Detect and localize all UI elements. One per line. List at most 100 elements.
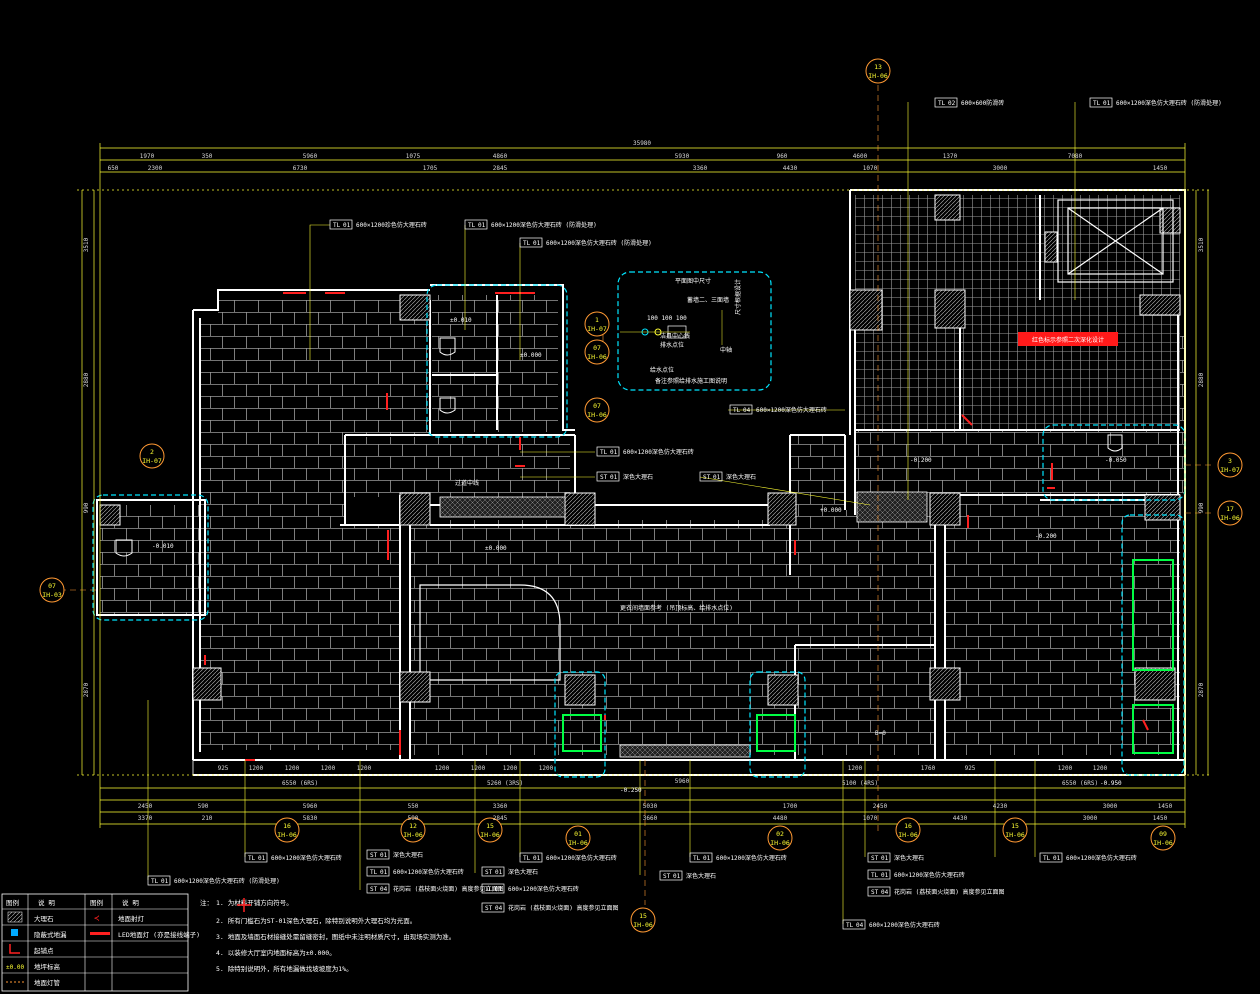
- tag-group: TL 01 600×1200深色仿大理石砖: [366, 866, 464, 877]
- legend-header-symbol: 图例: [6, 898, 19, 907]
- elevation-text: -0.200: [1035, 533, 1057, 540]
- dim-text: 1075: [406, 153, 421, 160]
- dim-text: 2870: [83, 682, 90, 697]
- tag-num: 04: [495, 905, 503, 912]
- dim-text: 1200: [539, 765, 554, 772]
- tag-desc: 深色大理石: [686, 872, 716, 880]
- dim-text: 1450: [1158, 803, 1173, 810]
- tag-desc: 花岗岩 (荔枝面火烧面) 高度参见立面图: [508, 904, 618, 912]
- axis-marker-num: 15: [639, 912, 647, 920]
- legend-header-desc: 说 明: [122, 898, 139, 907]
- tag-num: 01: [495, 886, 503, 893]
- tag-desc: 600×1200深色仿大理石砖: [1066, 854, 1137, 862]
- tag-code: TL: [333, 222, 341, 229]
- dim-text: 4600: [853, 153, 868, 160]
- tag-desc: 花岗岩 (荔枝面火烧面) 高度参见立面图: [393, 885, 503, 893]
- legend-desc: 地面灯管: [34, 978, 61, 987]
- tag-code: TL: [871, 872, 879, 879]
- dim-text: 350: [202, 153, 213, 160]
- red-note-text: 红色标示参照二次深化设计: [1032, 336, 1104, 344]
- note-item: 5. 除特别说明外，所有地漏做找坡坡度为1%。: [216, 964, 353, 973]
- tag-desc: 600×1200深色仿大理石砖: [508, 885, 579, 893]
- tag-code: ST: [485, 869, 493, 876]
- axis-marker-num: 07: [593, 344, 601, 352]
- dim-text: 2450: [138, 803, 153, 810]
- dim-text: 590: [198, 803, 209, 810]
- tag-group: ST 04 花岗岩 (荔枝面火烧面) 高度参见立面图: [366, 883, 503, 894]
- toilets: [115, 337, 1123, 557]
- room-note: 更衣间墙面参考 (吊顶标高、给排水点位): [620, 604, 733, 612]
- tag-desc: 深色大理石: [894, 854, 924, 862]
- elevation-text: -0.050: [1105, 457, 1127, 464]
- dim-text: 650: [108, 165, 119, 172]
- dim-text: 1070: [863, 165, 878, 172]
- bottom-dims-row3: 3370 210 5830 590 2845 3660 4480 1070 44…: [138, 815, 1168, 822]
- elevation-text: -0.250: [620, 787, 642, 794]
- bottom-dims-row1: 925 1200 1200 1200 1200 1200 1200 1200 1…: [218, 765, 1108, 785]
- tag-group: TL 01 600×1200深色仿大理石砖: [689, 852, 787, 863]
- dim-text: 3000: [1083, 815, 1098, 822]
- tag-num: 04: [380, 886, 388, 893]
- tag-group: ST 01 深色大理石: [596, 471, 653, 482]
- tag-code: TL: [733, 407, 741, 414]
- tag-desc: 600×600防滑砖: [961, 99, 1004, 107]
- dim-text: 3510: [83, 237, 90, 252]
- span-label: 6550 (6RS): [1062, 780, 1098, 787]
- tag-num: 01: [610, 474, 618, 481]
- note-item: 1. 为材料开铺方向符号。: [216, 898, 293, 907]
- dim-text: 1760: [921, 765, 936, 772]
- tag-num: 01: [610, 449, 618, 456]
- tag-group: TL 02 600×600防滑砖: [934, 97, 1004, 108]
- right-dims: 3510 2880 990 2870: [1198, 237, 1205, 697]
- tag-code: ST: [871, 855, 879, 862]
- dim-text: 925: [965, 765, 976, 772]
- curved-floor-zone: [419, 584, 561, 681]
- tag-desc: 深色大理石: [623, 473, 653, 481]
- elevation-text: ±0.000: [520, 352, 542, 359]
- dim-text: 7080: [1068, 153, 1083, 160]
- dim-text: 4860: [493, 153, 508, 160]
- tag-desc: 深色大理石: [508, 868, 538, 876]
- dim-text: 3510: [1198, 237, 1205, 252]
- tag-group: ST 01 深色大理石: [699, 471, 756, 482]
- tag-group: ST 01 深色大理石: [867, 852, 924, 863]
- legend-desc: LED地面灯 (亦是接线端子): [118, 930, 200, 939]
- dim-text: 990: [83, 502, 90, 513]
- dim-text: 1200: [1058, 765, 1073, 772]
- tag-desc: 600×1200珍色仿大理石砖: [356, 221, 427, 229]
- tag-desc: 600×1200深色仿大理石砖: [546, 854, 617, 862]
- legend-header-desc: 说 明: [38, 898, 55, 907]
- axis-marker-sub: IH-06: [480, 831, 500, 839]
- tag-desc: 600×1200深色仿大理石砖: [271, 854, 342, 862]
- dim-text: 2300: [148, 165, 163, 172]
- tag-group: TL 04 600×1200深色仿大理石砖: [729, 404, 827, 415]
- axis-marker-num: 16: [904, 822, 912, 830]
- axis-marker-sub: IH-03: [42, 591, 62, 599]
- dim-text: 550: [408, 803, 419, 810]
- dim-text: 1070: [863, 815, 878, 822]
- marble-hatch-icon: [7, 911, 23, 923]
- tag-group: TL 01 600×1200深色仿大理石砖: [244, 852, 342, 863]
- elevation-text: ±0.000: [485, 545, 507, 552]
- material-tags: TL 01 600×1200珍色仿大理石砖 TL 01 600×1200深色仿大…: [147, 97, 1222, 930]
- axis-marker-sub: IH-06: [403, 831, 423, 839]
- room-note: B=0: [875, 730, 886, 737]
- dim-text: 2845: [493, 165, 508, 172]
- tag-num: 04: [743, 407, 751, 414]
- dim-text: 3360: [493, 803, 508, 810]
- room-note: 过道中线: [455, 479, 479, 487]
- red-markers: [204, 292, 1149, 761]
- tag-group: TL 01 600×1200珍色仿大理石砖: [329, 219, 427, 230]
- tag-code: ST: [485, 905, 493, 912]
- dim-text: 1200: [435, 765, 450, 772]
- axis-marker-sub: IH-06: [770, 839, 790, 847]
- general-notes: 注： 1. 为材料开铺方向符号。 2. 所有门槛石为ST-01深色大理石，除特别…: [200, 898, 455, 973]
- axis-marker-sub: IH-06: [587, 353, 607, 361]
- tag-code: ST: [703, 474, 711, 481]
- detail-line: 给水点位: [650, 366, 674, 374]
- tag-desc: 花岗岩 (荔枝面火烧面) 高度参见立面图: [894, 888, 1004, 896]
- bottom-span-labels: 6550 (6RS) 5260 (3RS) 5100 (4RS) 6550 (6…: [282, 780, 1098, 787]
- span-label: 6550 (6RS): [282, 780, 318, 787]
- axis-marker-num: 16: [283, 822, 291, 830]
